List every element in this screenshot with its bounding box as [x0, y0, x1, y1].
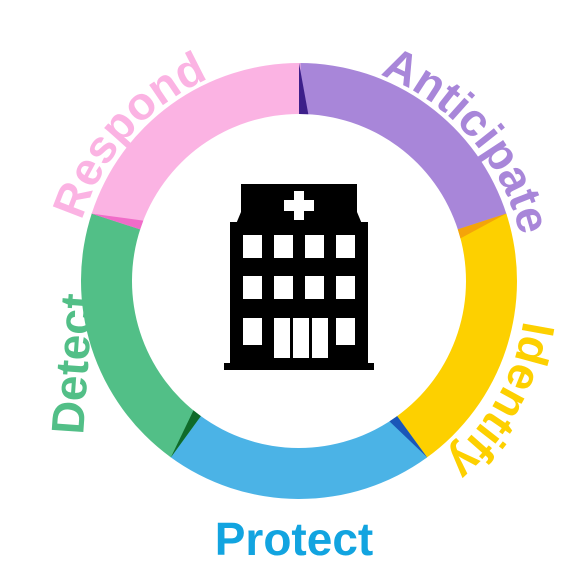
ring-accent-identify — [457, 213, 507, 239]
ring-segment-protect — [169, 415, 428, 499]
ring-segment-anticipate — [299, 63, 507, 231]
ring-segment-detect — [81, 212, 201, 458]
ring-accent-detect — [170, 410, 201, 458]
ring-segment-identify — [396, 213, 517, 459]
ring-segment-respond — [91, 63, 301, 230]
ring-accent-protect — [389, 416, 428, 458]
label-protect: Protect — [215, 513, 373, 563]
ring-accent-anticipate — [299, 63, 309, 115]
ring — [81, 63, 517, 499]
ring-accent-respond — [91, 213, 144, 230]
label-detect: Detect — [41, 292, 103, 436]
hospital-building-icon — [224, 184, 374, 370]
